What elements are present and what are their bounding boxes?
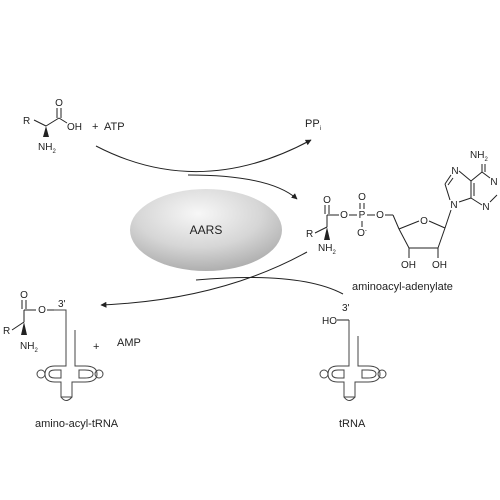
aatrna-ester-o-label: O [38, 305, 46, 316]
aatrna-nh2-label: NH2 [20, 341, 38, 354]
adenine-n3-label: N [482, 202, 489, 213]
amino-acid-structure: O OH R NH2 [23, 98, 82, 155]
trna-three-prime-label: 3' [342, 303, 350, 314]
adenine-n7-label: N [451, 166, 458, 177]
plus-sign-bottom: + [93, 341, 99, 353]
adenylate-r-label: R [306, 229, 313, 240]
ribose-ring-o-label: O [420, 216, 428, 227]
ribose-oh-left-label: OH [401, 260, 416, 271]
aars-enzyme-ellipse [130, 189, 282, 271]
amino-acid-nh2-label: NH2 [38, 142, 56, 155]
adenine-nh2-label: NH2 [470, 150, 488, 163]
aatrna-three-prime-label: 3' [58, 299, 66, 310]
adenylate-carbonyl-o-label: O [323, 195, 331, 206]
adenylate-nh2-label: NH2 [318, 243, 336, 256]
phosphate-right-o-label: O [376, 210, 384, 221]
amp-label: AMP [117, 337, 141, 349]
ribose-oh-right-label: OH [432, 260, 447, 271]
aars-enzyme-label: AARS [190, 223, 223, 237]
phosphate-top-o-label: O [358, 192, 366, 203]
plus-sign-top: + [92, 121, 98, 133]
aminoacyl-adenylate-structure: R NH2 O O P O O- O O OH OH N [306, 150, 498, 271]
amino-acid-o-label: O [55, 98, 63, 109]
trna-label: tRNA [339, 418, 366, 430]
adenine-n9-label: N [450, 200, 457, 211]
atp-label: ATP [104, 121, 125, 133]
phosphate-minus-o-label: O- [357, 228, 367, 239]
pp-label: PPi [305, 118, 321, 132]
adenylate-wedge-bond [324, 227, 330, 240]
aatrna-r-label: R [3, 326, 10, 337]
adenine-n1-label: N [490, 177, 497, 188]
arrow-atp-to-pp [95, 139, 312, 172]
aminoacyl-trna-structure: R NH2 O O 3' [3, 290, 66, 354]
phosphorus-label: P [359, 210, 366, 221]
aatrna-carbonyl-o-label: O [20, 290, 28, 301]
aatrna-wedge-bond [21, 322, 27, 335]
amino-acid-wedge-bond [43, 126, 49, 137]
amino-acid-r-label: R [23, 116, 30, 127]
trna-structure: HO 3' [319, 303, 387, 401]
aminoacyl-trna-cloverleaf [36, 309, 104, 401]
arrow-to-adenylate [187, 174, 298, 200]
aminoacyl-adenylate-label: aminoacyl-adenylate [352, 281, 453, 293]
arrow-adenylate-to-aatrna [100, 251, 308, 308]
amino-acid-oh-label: OH [67, 122, 82, 133]
trna-ho-label: HO [322, 316, 337, 327]
arrow-trna-in [195, 276, 344, 295]
amino-acyl-trna-label: amino-acyl-tRNA [35, 418, 119, 430]
adenylate-ester-o-label: O [340, 210, 348, 221]
